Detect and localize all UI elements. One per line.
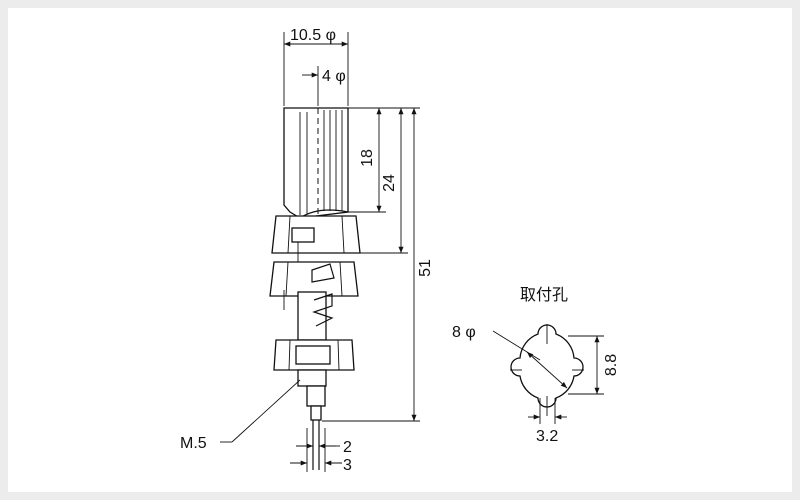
dim-hole-height: 8.8 bbox=[603, 354, 620, 376]
dim-pin-3: 3 bbox=[343, 457, 352, 474]
dim-top-diameter: 10.5 φ bbox=[290, 27, 336, 44]
thread-leader bbox=[231, 379, 301, 443]
mounting-hole-shape bbox=[510, 324, 584, 416]
mounting-hole-title: 取付孔 bbox=[520, 286, 568, 304]
hole-diameter-leader bbox=[492, 330, 541, 361]
dim-slot-width: 3.2 bbox=[536, 428, 558, 445]
technical-drawing: 10.5 φ 4 φ 18 24 51 M.5 2 3 取付孔 8 φ bbox=[180, 27, 620, 474]
dim-51: 51 bbox=[417, 259, 434, 277]
dim-pin-2: 2 bbox=[343, 439, 352, 456]
drawing-frame: 10.5 φ 4 φ 18 24 51 M.5 2 3 取付孔 8 φ bbox=[8, 8, 792, 492]
dim-18: 18 bbox=[359, 149, 376, 167]
hole-diameter: 8 φ bbox=[452, 324, 476, 341]
thread-label: M.5 bbox=[180, 435, 207, 452]
dim-inner-diameter: 4 φ bbox=[322, 68, 346, 85]
dim-24: 24 bbox=[381, 174, 398, 192]
terminal-body bbox=[269, 107, 361, 470]
